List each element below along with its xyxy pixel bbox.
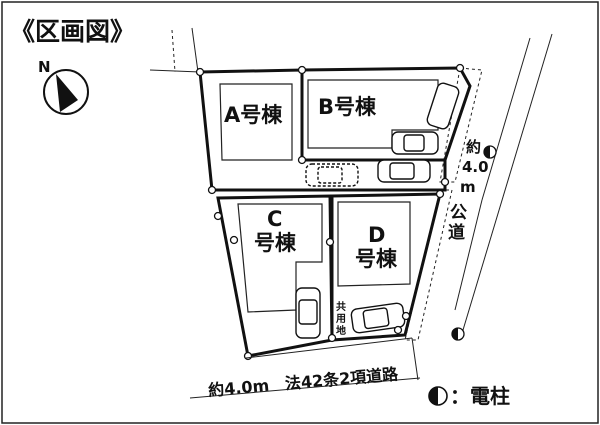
lot-c-name: 号棟 (254, 231, 297, 255)
lot-b-boundary (300, 66, 472, 162)
svg-text:道: 道 (448, 222, 465, 243)
svg-text:用: 用 (335, 313, 346, 325)
building-b (307, 79, 439, 149)
cars (295, 82, 460, 339)
public-road-width: 約 4.0 m (460, 138, 489, 196)
car-c-icon (295, 287, 321, 339)
svg-text:m: m (460, 178, 476, 196)
building-a (219, 83, 293, 161)
boundary-markers (195, 63, 465, 361)
diagram-title: 《区画図》 (10, 17, 135, 46)
svg-text:4.0: 4.0 (462, 158, 489, 176)
road-setback-outline (404, 189, 453, 341)
legend-label: ：電柱 (450, 384, 510, 408)
svg-text:約: 約 (466, 138, 481, 156)
building-d (337, 201, 411, 287)
lot-a-label: A号棟 (224, 103, 283, 127)
car-a-icon (305, 163, 359, 187)
lot-d-letter: D (368, 223, 385, 247)
lot-d-boundary (330, 192, 442, 342)
svg-text:共: 共 (336, 300, 346, 313)
bottom-road-label: 約4.0m 法42条2項道路 (207, 364, 399, 400)
north-arrow-icon (56, 74, 78, 112)
bottom-road-lines (189, 337, 421, 399)
public-road-name: 公 道 (448, 203, 467, 243)
lot-c-letter: C (267, 207, 282, 231)
lot-d-name: 号棟 (355, 247, 398, 271)
svg-text:地: 地 (336, 324, 346, 337)
lot-b-label: B号棟 (318, 95, 377, 119)
compass: N (38, 58, 89, 115)
shared-driveway-outline (439, 67, 483, 183)
utility-pole-1-icon (483, 145, 497, 159)
building-c (237, 203, 323, 313)
legend: ：電柱 (428, 384, 510, 408)
utility-pole-2-icon (451, 327, 465, 341)
car-b-1-icon (391, 131, 439, 155)
car-driveway-icon (426, 82, 460, 130)
neighbour-lines (149, 27, 553, 341)
shared-land-label: 共 用 地 (335, 300, 346, 337)
buildings (219, 79, 439, 313)
svg-text:公: 公 (450, 203, 467, 223)
car-b-2-icon (377, 159, 431, 183)
north-label: N (38, 58, 51, 76)
